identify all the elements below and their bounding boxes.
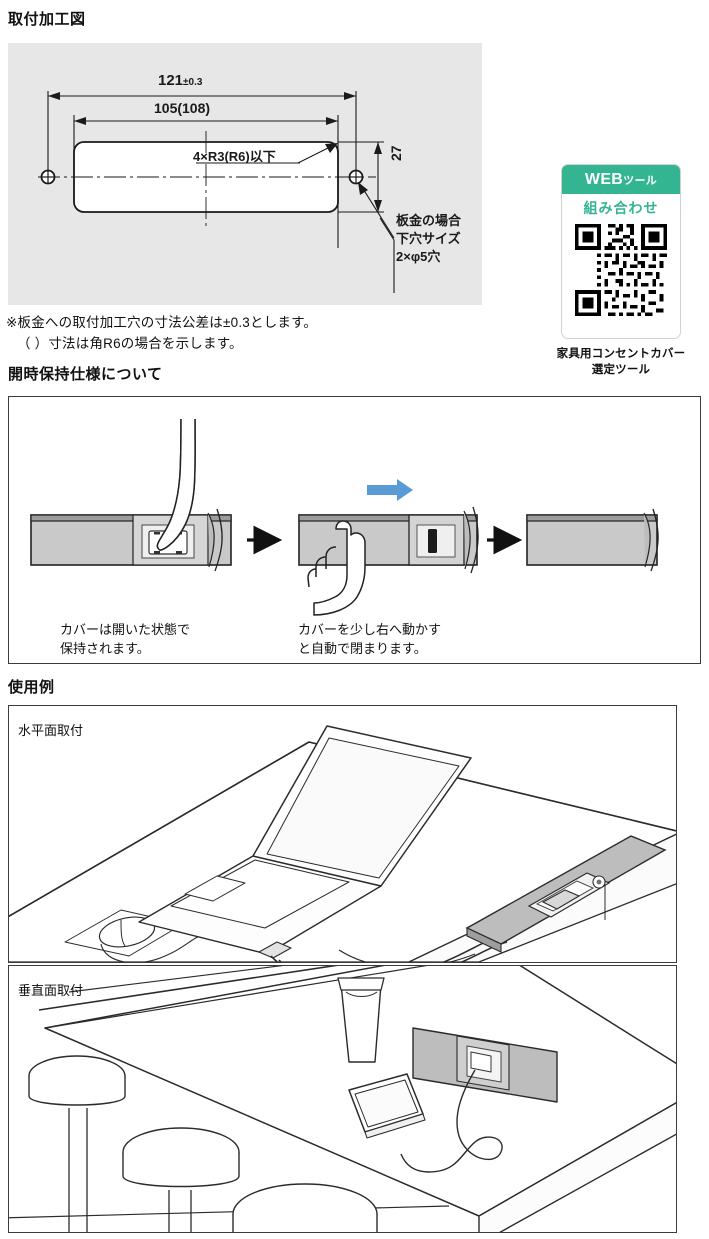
web-tool-badge[interactable]: WEBツール 組み合わせ [561,164,681,339]
hold-open-spec-panel [8,396,701,664]
qr-code-icon[interactable] [575,224,667,316]
hold-step2-caption: カバーを少し右へ動かす と自動で閉まります。 [298,620,441,658]
dimension-overall-tolerance: ±0.3 [183,77,203,88]
tolerance-note-1: ※板金への取付加工穴の寸法公差は±0.3とします。 [6,315,318,330]
web-tool-label-main: WEB [584,170,624,188]
step2-graphic [298,479,479,616]
dim-arrow [326,117,338,125]
stool-1 [28,1055,126,1232]
vertical-mount-illustration [9,966,676,1232]
usage-panel-vertical [8,965,677,1233]
horizontal-mount-illustration [9,725,676,962]
step3-graphic [526,508,659,572]
dim-arrow [48,92,60,100]
hold-step2-caption-line2: と自動で閉まります。 [298,641,427,656]
usage-label-horizontal: 水平面取付 [18,723,84,738]
pilot-hole-note: 板金の場合 下穴サイズ 2×φ5穴 [396,212,461,266]
dim-arrow [74,117,86,125]
installation-drawing [38,91,395,293]
hold-step1-caption-line1: カバーは開いた状態で [60,622,191,637]
dimension-inner-label: 105(108) [154,100,211,116]
section-title-install-drawing: 取付加工図 [8,11,86,28]
section-title-hold-spec: 開時保持仕様について [8,366,163,383]
dim-arrow [344,92,356,100]
step1-graphic [30,418,232,572]
stool-2 [122,1127,240,1232]
usage-label-vertical: 垂直面取付 [18,983,84,998]
web-tool-caption-line2: 選定ツール [591,364,651,376]
pilot-hole-note-line2: 下穴サイズ [396,231,461,246]
dimension-height-label: 27 [388,145,404,161]
usage-panel-horizontal [8,705,677,963]
dimension-overall-value: 121 [158,72,184,89]
hold-step1-caption-line2: 保持されます。 [60,641,150,656]
installation-drawing-panel: 121±0.3 105(108) 27 4×R3(R6)以下 板金の場合 下穴サ… [8,43,482,305]
section-title-usage: 使用例 [8,679,55,696]
pilot-hole-note-line3: 2×φ5穴 [396,249,441,264]
web-tool-label-sub: ツール [623,174,658,187]
web-tool-badge-header-text: WEBツール [585,171,657,189]
outlet-cover-strip-vertical [412,1027,558,1103]
hold-step2-caption-line1: カバーを少し右へ動かす [298,622,442,637]
corner-radius-note: 4×R3(R6)以下 [193,149,276,164]
hold-step1-caption: カバーは開いた状態で 保持されます。 [60,620,190,658]
web-tool-caption-line1: 家具用コンセントカバー [556,348,686,360]
hold-open-illustration [30,418,659,616]
move-right-arrow [367,479,413,501]
qr-code-wrapper[interactable] [562,224,680,316]
stool-3 [232,1183,378,1232]
pilot-hole-note-line1: 板金の場合 [396,213,462,228]
pointing-hand-icon [307,520,366,616]
tolerance-note-2: （ ）寸法は角R6の場合を示します。 [17,336,243,351]
dimension-overall-label: 121±0.3 [158,72,202,89]
web-tool-badge-header: WEBツール [562,165,680,194]
web-tool-subtitle: 組み合わせ [583,200,659,216]
outlet-cover-strip-horizontal [465,835,667,953]
